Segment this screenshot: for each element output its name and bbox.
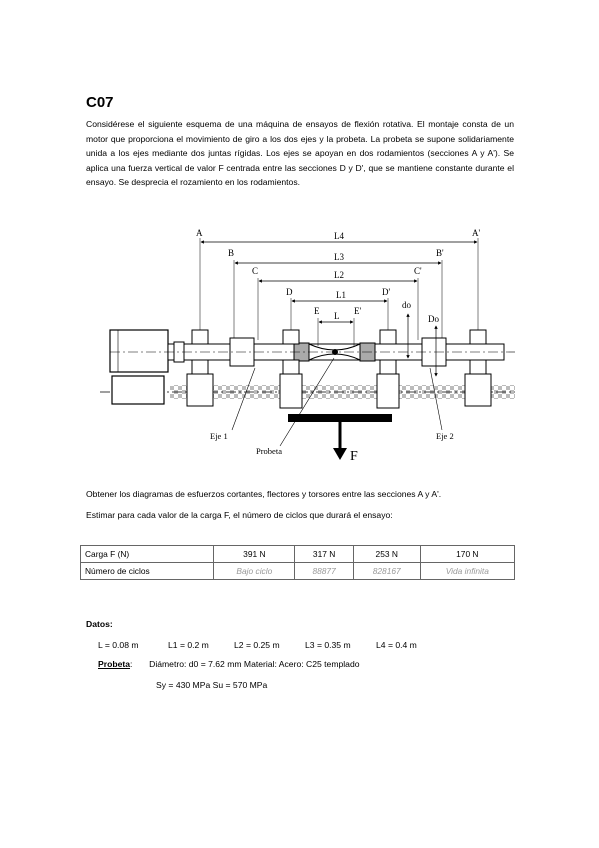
cycles-cell: Bajo ciclo — [213, 562, 296, 580]
label-eje1: Eje 1 — [210, 431, 228, 441]
length-l4: L4 = 0.4 m — [376, 640, 417, 650]
label-e: E — [314, 306, 320, 316]
bearing-a-prime — [464, 329, 492, 407]
load-cycles-table: Carga F (N) 391 N 317 N 253 N 170 N Núme… — [79, 545, 516, 580]
probeta-row: Probeta: Diámetro: d0 = 7.62 mm Material… — [98, 659, 360, 669]
table-row: Número de ciclos Bajo ciclo 88877 828167… — [79, 562, 516, 580]
table-row: Carga F (N) 391 N 317 N 253 N 170 N — [79, 545, 516, 563]
datos-heading: Datos: — [86, 619, 113, 629]
dim-l3: L3 — [334, 252, 344, 262]
bearing-a — [186, 329, 214, 407]
motor-base — [111, 375, 165, 405]
test-machine-diagram: F A B C D — [90, 218, 520, 468]
load-cell: 317 N — [294, 545, 354, 563]
length-l1: L1 = 0.2 m — [168, 640, 209, 650]
label-eje2: Eje 2 — [436, 431, 454, 441]
length-l2: L2 = 0.25 m — [234, 640, 280, 650]
row-label-load: Carga F (N) — [79, 545, 215, 563]
label-probeta: Probeta — [256, 446, 282, 456]
bearing-d-prime — [376, 329, 400, 409]
probeta-details: Diámetro: d0 = 7.62 mm Material: Acero: … — [149, 659, 360, 669]
cycles-cell: 88877 — [294, 562, 354, 580]
cycles-cell: Vida infinita — [419, 562, 516, 580]
label-d: D — [286, 287, 293, 297]
question-2: Estimar para cada valor de la carga F, e… — [86, 510, 393, 520]
dim-l2: L2 — [334, 270, 344, 280]
label-c: C — [252, 266, 258, 276]
length-l: L = 0.08 m — [98, 640, 139, 650]
label-a-prime: A' — [472, 228, 480, 238]
label-b: B — [228, 248, 234, 258]
dim-l: L — [334, 311, 340, 321]
cycles-cell: 828167 — [352, 562, 421, 580]
load-cell: 170 N — [419, 545, 516, 563]
machine-schematic: F A B C D — [100, 228, 515, 464]
question-1: Obtener los diagramas de esfuerzos corta… — [86, 489, 442, 499]
probeta-label: Probeta — [98, 659, 130, 669]
material-props: Sy = 430 MPa Su = 570 MPa — [156, 680, 268, 690]
label-e-prime: E' — [354, 306, 361, 316]
problem-title: C07 — [86, 94, 114, 111]
label-c-prime: C' — [414, 266, 422, 276]
label-a: A — [196, 228, 203, 238]
bearing-d — [279, 329, 303, 409]
problem-statement: Considérese el siguiente esquema de una … — [86, 119, 514, 188]
motor — [109, 329, 169, 373]
label-d-prime: D' — [382, 287, 390, 297]
load-cell: 391 N — [213, 545, 296, 563]
force-label: F — [350, 449, 358, 464]
label-b-prime: B' — [436, 248, 444, 258]
dim-l4: L4 — [334, 231, 344, 241]
dim-Do: Do — [428, 314, 439, 324]
dim-l1: L1 — [336, 290, 346, 300]
row-label-cycles: Número de ciclos — [79, 562, 215, 580]
load-beam — [288, 414, 392, 422]
load-cell: 253 N — [352, 545, 421, 563]
length-l3: L3 = 0.35 m — [305, 640, 351, 650]
dim-do: do — [402, 300, 412, 310]
